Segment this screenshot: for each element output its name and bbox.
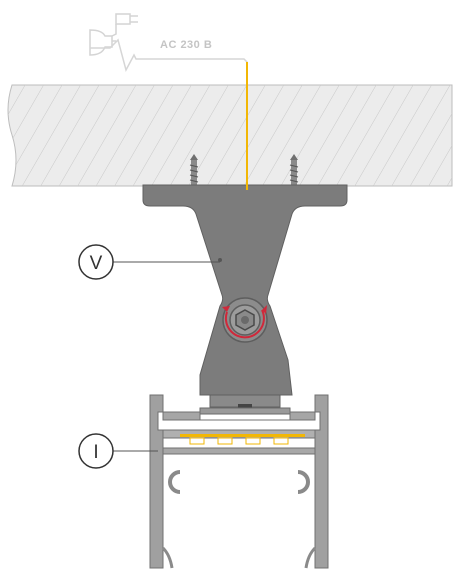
pivot-bolt (222, 297, 268, 343)
mounting-bracket (142, 184, 348, 396)
aluminum-profile (149, 394, 329, 569)
rotation-arrow-icon (222, 305, 267, 339)
callout-i: I (78, 433, 158, 469)
screw-left-icon (189, 154, 199, 185)
ceiling-slab (7, 84, 453, 187)
callout-v-label: V (90, 253, 103, 274)
power-plug-icon (89, 13, 138, 56)
power-cable (90, 38, 248, 185)
screw-right-icon (289, 154, 299, 185)
callout-v: V (78, 244, 220, 280)
profile-clamp (199, 394, 291, 415)
callout-i-label: I (93, 442, 98, 463)
led-strip (180, 434, 305, 445)
power-label: AC 230 B (160, 39, 212, 51)
